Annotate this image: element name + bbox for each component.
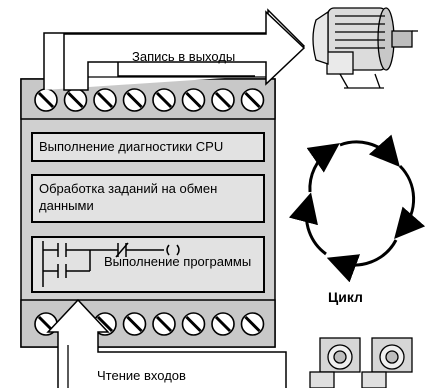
cycle-ring — [288, 134, 426, 283]
terminal-screw — [240, 312, 265, 336]
program-label: Выполнение программы — [104, 254, 252, 269]
program-box — [31, 236, 265, 293]
terminal-screw — [211, 88, 235, 112]
communication-label: Обработка заданий на обмен данными — [39, 181, 218, 213]
terminal-screw — [34, 88, 58, 112]
input-read-arrow — [46, 298, 287, 388]
read-inputs-label: Чтение входов — [97, 368, 186, 383]
write-outputs-label: Запись в выходы — [132, 49, 236, 64]
input-switch-icon-2 — [361, 337, 413, 388]
diagnostics-label: Выполнение диагностики CPU — [39, 139, 224, 154]
cycle-label: Цикл — [328, 289, 363, 305]
terminal-screw — [181, 88, 206, 112]
terminal-screw — [122, 88, 147, 112]
terminal-screw — [211, 312, 235, 336]
terminal-screw — [152, 312, 176, 336]
terminal-screw — [240, 88, 265, 112]
communication-box — [31, 174, 265, 223]
ladder-logic-icon — [42, 241, 180, 287]
terminal-screw — [181, 312, 206, 336]
terminal-screw — [122, 312, 147, 336]
terminal-screw — [63, 88, 88, 112]
top-terminal-row — [34, 88, 265, 112]
output-arrow-shape — [63, 10, 306, 91]
motor-icon — [312, 7, 418, 89]
diagnostics-box — [31, 132, 265, 162]
terminal-screw — [152, 88, 176, 112]
terminal-screw — [93, 88, 117, 112]
input-switch-icon-1 — [309, 337, 361, 388]
